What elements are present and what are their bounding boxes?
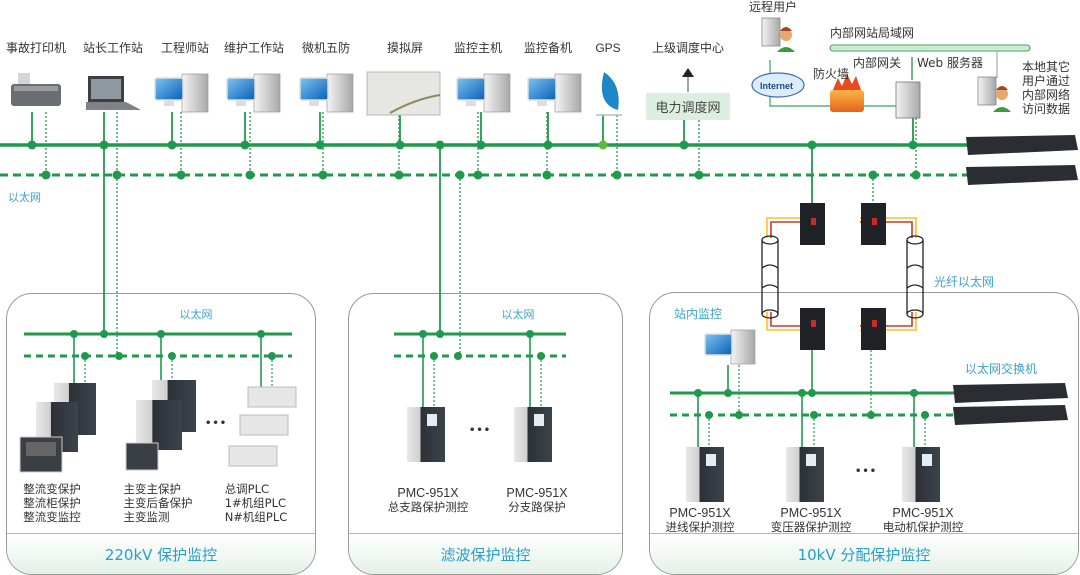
device-label-five-prevention: 微机五防 [301,41,351,55]
rack-switches [953,135,1078,425]
panel-10kv-title: 10kV 分配保护监控 [650,533,1078,574]
mimic-screen-icon [366,71,441,116]
fiber-ethernet-label: 光纤以太网 [934,275,995,289]
relay-device-icon [19,383,96,473]
intranet-lan-label: 内部网站局域网 [830,26,915,40]
firewall-label: 防火墙 [813,67,850,81]
local-user-icon [977,76,1011,112]
device-label-printer: 事故打印机 [5,41,67,55]
p10-device-1-label: PMC-951X 进线保护测控 [665,506,735,534]
top-ethernet-label: 以太网 [8,191,41,204]
p10-device-3-label: PMC-951X 电动机保护测控 [882,506,964,534]
p220-ellipsis: ••• [205,418,228,429]
remote-user-icon [761,17,795,52]
device-label-monitor-main: 监控主机 [453,41,503,55]
workstation-icon [226,73,281,113]
p10-ellipsis: ••• [855,466,878,477]
filter-ethernet-label: 以太网 [501,308,535,321]
workstation-icon [299,73,354,113]
arrow-up-icon [682,68,694,92]
printer-icon [11,73,61,106]
device-label-mimic-screen: 摸拟屏 [386,41,424,55]
local-users-line-4: 访问数据 [1022,102,1071,116]
intranet-lan-bar [829,44,1031,52]
web-server-label: Web 服务器 [917,56,983,70]
panel-220kv-title: 220kV 保护监控 [7,533,315,574]
device-label-dispatch-center: 上级调度中心 [651,41,725,55]
filter-device-2-label: PMC-951X 分支路保护 [506,486,568,514]
p10-device-2-label: PMC-951X 变压器保护测控 [770,506,852,534]
panel-filter: 滤波保护监控 [348,293,623,575]
relay-device-icon [125,380,196,471]
workstation-icon [456,73,511,113]
device-label-engineer: 工程师站 [160,41,210,55]
device-drops [31,112,914,145]
workstation-icon [527,73,582,113]
local-users-line-2: 用户通过 [1022,74,1071,88]
device-label-monitor-backup: 监控备机 [523,41,573,55]
p220-group-2: 主变主保护 主变后备保护 主变监测 [123,482,193,524]
web-server-icon [895,81,921,119]
workstation-icon [154,73,209,113]
satellite-dish-icon [596,72,622,116]
device-label-station-master: 站长工作站 [82,41,144,55]
plc-icon [228,386,297,467]
local-users-line-1: 本地其它 [1022,60,1071,74]
p220-group-3: 总调PLC 1#机组PLC N#机组PLC [224,482,288,524]
internet-cloud-icon [751,72,805,98]
pmc-951x-icon [514,407,552,462]
ethernet-switch-label: 以太网交换机 [965,362,1038,376]
internal-gateway-label: 内部网关 [853,56,902,70]
p220-ethernet-label: 以太网 [179,308,213,321]
fiber-converters [800,203,886,350]
pmc-951x-icon [407,407,445,462]
device-label-maintenance: 维护工作站 [223,41,285,55]
bus-nodes [27,140,921,180]
laptop-icon [86,76,141,110]
filter-ellipsis: ••• [469,425,492,436]
remote-user-label: 远程用户 [749,0,798,14]
station-monitor-label: 站内监控 [674,307,723,321]
panel-filter-title: 滤波保护监控 [349,533,622,574]
internet-label: Internet [760,81,794,91]
station-monitor-pc-icon [704,329,756,365]
device-label-gps: GPS [595,41,621,55]
pmc-951x-icon [686,447,724,502]
p220-group-1: 整流变保护 整流柜保护 整流变监控 [23,482,81,524]
power-dispatch-network: 电力调度网 [646,93,730,120]
filter-device-1-label: PMC-951X 总支路保护测控 [387,486,469,514]
local-users-line-3: 内部网络 [1022,88,1071,102]
firewall-icon [830,74,864,112]
pmc-951x-icon [902,447,940,502]
fiber-tubes [761,235,924,319]
pmc-951x-icon [786,447,824,502]
